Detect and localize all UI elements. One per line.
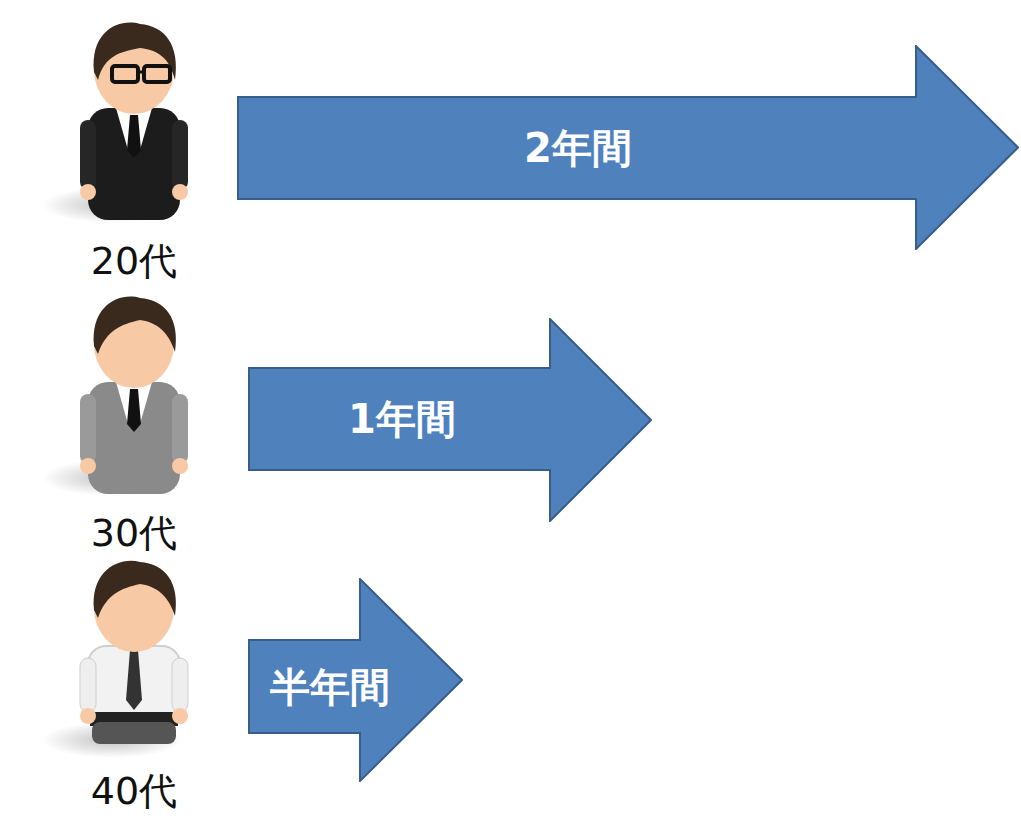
person-40s bbox=[42, 561, 188, 758]
duration-text: 半年間 bbox=[270, 667, 390, 707]
duration-text: 2年間 bbox=[524, 128, 632, 168]
person-20s bbox=[42, 23, 188, 223]
age-label: 40代 bbox=[91, 772, 177, 810]
duration-arrow: 2年間 bbox=[237, 45, 1019, 250]
person-30s bbox=[42, 297, 188, 496]
duration-arrow: 1年間 bbox=[248, 318, 652, 522]
age-label: 30代 bbox=[91, 514, 177, 552]
age-label: 20代 bbox=[91, 242, 177, 280]
duration-arrow: 半年間 bbox=[248, 578, 463, 782]
duration-text: 1年間 bbox=[348, 399, 456, 439]
